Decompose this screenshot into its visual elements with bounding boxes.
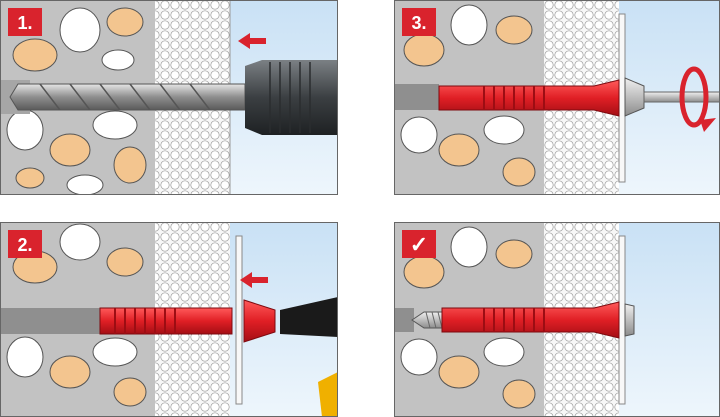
step-3-panel: 3.	[394, 0, 720, 195]
checkmark-icon: ✓	[410, 232, 428, 257]
anchor-sleeve-icon	[99, 299, 276, 343]
step-4-panel: ✓	[394, 222, 720, 417]
pebbles	[6, 7, 147, 195]
pebbles	[400, 4, 536, 187]
step-4-badge: ✓	[402, 230, 436, 258]
drill-bit-icon	[0, 80, 246, 114]
push-arrow-icon	[238, 33, 266, 49]
anchor-sleeve-icon	[441, 301, 635, 339]
pebbles	[400, 226, 536, 409]
step-3-label: 3.	[411, 13, 426, 33]
anchor-sleeve-icon	[438, 79, 620, 117]
push-arrow-icon	[240, 272, 268, 288]
step-2-badge: 2.	[8, 230, 42, 258]
step-3-badge: 3.	[402, 8, 436, 36]
step-1-panel: 1.	[0, 0, 338, 195]
step-2-panel: 2.	[0, 222, 338, 417]
drill-chuck-icon	[245, 60, 338, 135]
step-1-label: 1.	[17, 13, 32, 33]
step-2-label: 2.	[17, 235, 32, 255]
step-1-badge: 1.	[8, 8, 42, 36]
rotate-arrow-icon	[679, 66, 716, 132]
hammer-handle-icon	[280, 297, 338, 417]
pebbles	[6, 223, 147, 407]
